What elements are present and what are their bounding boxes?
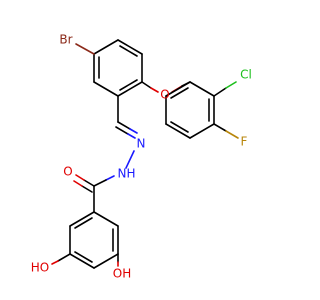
bond xyxy=(74,251,93,263)
bond xyxy=(117,39,143,55)
bond xyxy=(57,253,71,262)
bond xyxy=(165,81,191,97)
bond xyxy=(83,179,95,187)
amide-hydrogen-label: H xyxy=(126,167,135,181)
chlorofluorophenyl-ring xyxy=(165,81,215,139)
structure-diagram: Br O Cl F N N H O HO OH xyxy=(31,33,252,281)
bond xyxy=(213,87,227,97)
bond xyxy=(119,79,138,91)
bond xyxy=(75,174,85,181)
bond xyxy=(170,87,189,99)
bond xyxy=(81,185,93,193)
bromophenyl-ring xyxy=(93,39,143,97)
bromine-label: Br xyxy=(59,33,72,47)
ether-oxygen-label: O xyxy=(160,88,169,102)
bond xyxy=(117,121,131,130)
bond xyxy=(119,45,138,57)
bond xyxy=(189,123,215,139)
bond xyxy=(93,253,119,269)
bond xyxy=(170,121,189,133)
dihydroxyphenyl-ring xyxy=(69,211,119,269)
bond xyxy=(125,150,135,169)
fluorine-label: F xyxy=(241,135,248,149)
bond xyxy=(93,81,119,97)
imine-nitrogen-label: N xyxy=(137,137,146,151)
chlorine-label: Cl xyxy=(240,68,252,82)
bond xyxy=(127,133,136,139)
bond xyxy=(93,179,107,187)
bond xyxy=(117,81,143,97)
bond xyxy=(93,39,119,55)
bond xyxy=(189,81,215,97)
bond xyxy=(73,180,83,187)
bond xyxy=(150,87,159,93)
bond xyxy=(115,126,129,135)
hydroxyl-left-label: HO xyxy=(31,261,49,275)
bond xyxy=(74,217,93,229)
bond-to-bromine xyxy=(75,43,95,55)
bond xyxy=(165,123,191,139)
hydroxyl-right-label: OH xyxy=(113,267,131,281)
carbonyl-oxygen-label: O xyxy=(63,165,72,179)
bond xyxy=(69,253,95,269)
bond xyxy=(51,260,59,265)
bond xyxy=(105,175,115,181)
bond xyxy=(129,128,138,134)
bond xyxy=(69,211,95,227)
bond xyxy=(141,81,152,89)
bond-to-chlorine xyxy=(225,81,237,89)
amide-nitrogen-label: N xyxy=(118,167,127,181)
molecule-canvas: Br O Cl F N N H O HO OH xyxy=(30,32,252,281)
bond xyxy=(213,123,227,132)
bond xyxy=(93,211,119,227)
bond-to-fluorine xyxy=(225,130,239,139)
